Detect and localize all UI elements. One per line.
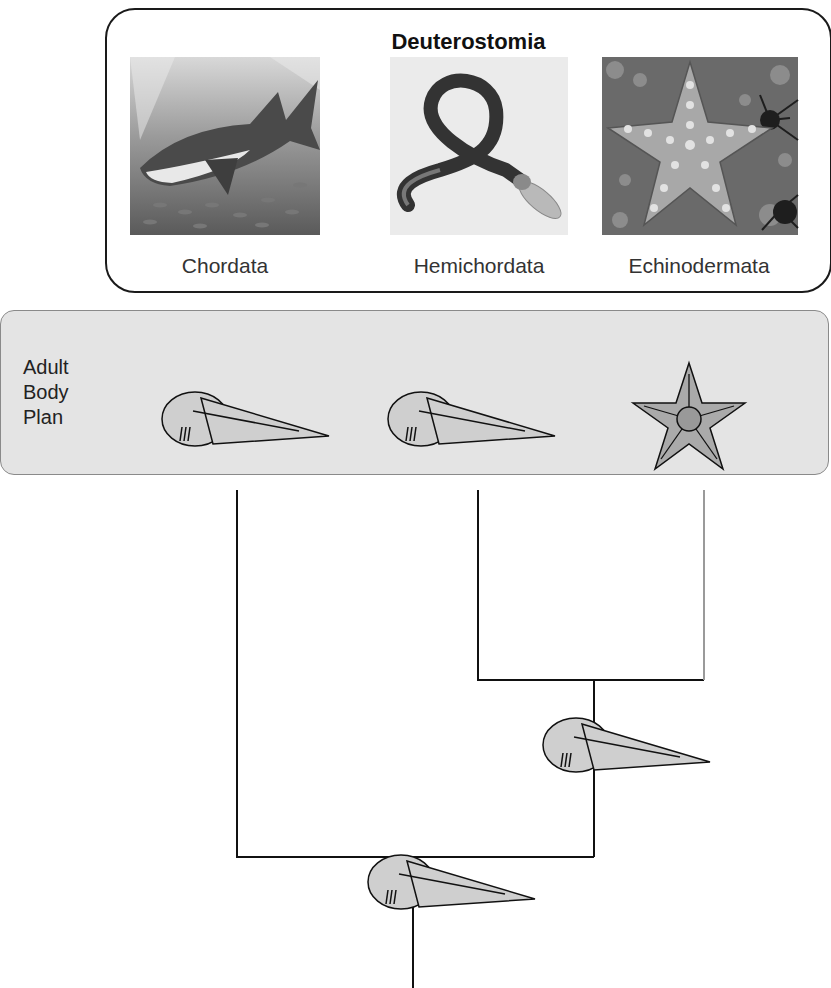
- starfish-photo-part-part: [778, 153, 792, 167]
- acorn-worm-photo: [390, 57, 568, 235]
- starfish-photo-part: [602, 57, 798, 235]
- echinoderm-plan-icon-part: [633, 363, 745, 469]
- starfish-photo-part-part: [619, 174, 631, 186]
- starfish-photo-part-part: [624, 125, 632, 133]
- taxon-label: Chordata: [182, 254, 268, 277]
- group-title: Deuterostomia: [107, 10, 830, 55]
- shark-photo-part: [270, 57, 320, 90]
- starfish-photo-part-part: [660, 184, 668, 192]
- taxon-label: Echinodermata: [628, 254, 769, 277]
- starfish-photo-part-part: [612, 212, 628, 228]
- shark-photo-part-part: [205, 203, 219, 208]
- starfish-photo-part-part: [685, 140, 695, 150]
- tree-branch: [703, 490, 705, 680]
- taxon-label-slot: Hemichordata: [414, 254, 545, 278]
- body-plan-panel: [0, 309, 828, 474]
- photo-panel-part: [130, 57, 798, 235]
- shark-photo-part: [130, 57, 175, 140]
- starfish-photo-part-part: [770, 65, 790, 85]
- shark-photo-part-part: [285, 210, 299, 215]
- shark-photo-part: [205, 158, 238, 195]
- starfish-photo: [602, 57, 798, 235]
- starfish-photo-part: [773, 200, 797, 224]
- starfish-photo-part-part: [722, 204, 730, 212]
- starfish-photo-part-part: [666, 136, 674, 144]
- starfish-photo-part-part: [671, 161, 679, 169]
- taxon-label-slot: Chordata: [182, 254, 268, 278]
- shark-photo-part: [130, 57, 320, 235]
- shark-photo-part-part: [143, 220, 157, 225]
- starfish-photo-part-part: [686, 101, 694, 109]
- band-heading: Adult Body Plan: [23, 355, 101, 430]
- body-plan-band: Adult Body Plan: [0, 310, 829, 475]
- echinoderm-plan-icon-part: [677, 407, 701, 431]
- echinoderm-plan-icon-part: [644, 374, 734, 459]
- ancestor-plan-icon: [543, 718, 710, 772]
- starfish-photo-part-part: [739, 94, 751, 106]
- starfish-photo-part-part: [650, 204, 658, 212]
- shark-photo-part-part: [293, 183, 307, 188]
- starfish-photo-part-part: [606, 61, 624, 79]
- starfish-photo-part: [606, 61, 792, 228]
- tree-branch: [237, 490, 594, 857]
- starfish-photo-part-part: [706, 136, 714, 144]
- tree-branch: [478, 490, 704, 680]
- acorn-worm-photo-part: [404, 170, 440, 205]
- starfish-photo-part-part: [686, 81, 694, 89]
- taxon-label: Hemichordata: [414, 254, 545, 277]
- group-box: Deuterostomia: [105, 8, 831, 293]
- shark-photo-part-part: [261, 198, 275, 203]
- starfish-photo-part-part: [701, 161, 709, 169]
- starfish-photo-part: [760, 95, 798, 230]
- shark-photo-part-part: [153, 203, 167, 208]
- starfish-photo-part-part: [712, 184, 720, 192]
- starfish-photo-part: [624, 81, 756, 212]
- body-plan-panel-part: [162, 363, 745, 469]
- taxon-label-slot: Echinodermata: [628, 254, 769, 278]
- ancestor-plan-icon: [368, 855, 535, 909]
- starfish-photo-part-part: [748, 125, 756, 133]
- shark-photo-part: [143, 183, 307, 229]
- echinoderm-plan-icon: [633, 363, 745, 469]
- hemichordate-plan-icon: [388, 392, 555, 446]
- shark-photo-part-part: [255, 223, 269, 228]
- shark-photo: [130, 57, 320, 235]
- shark-photo-part-part: [178, 210, 192, 215]
- shark-photo-part-part: [233, 213, 247, 218]
- starfish-photo-part-part: [726, 129, 734, 137]
- starfish-photo-part: [608, 62, 772, 225]
- starfish-photo-part-part: [686, 121, 694, 129]
- starfish-photo-part-part: [633, 73, 647, 87]
- acorn-worm-photo-part: [390, 57, 568, 235]
- acorn-worm-photo-part: [513, 174, 531, 190]
- starfish-photo-part-part: [644, 129, 652, 137]
- acorn-worm-photo-part: [404, 81, 520, 205]
- shark-photo-part-part: [193, 224, 207, 229]
- chordate-plan-icon: [162, 392, 329, 446]
